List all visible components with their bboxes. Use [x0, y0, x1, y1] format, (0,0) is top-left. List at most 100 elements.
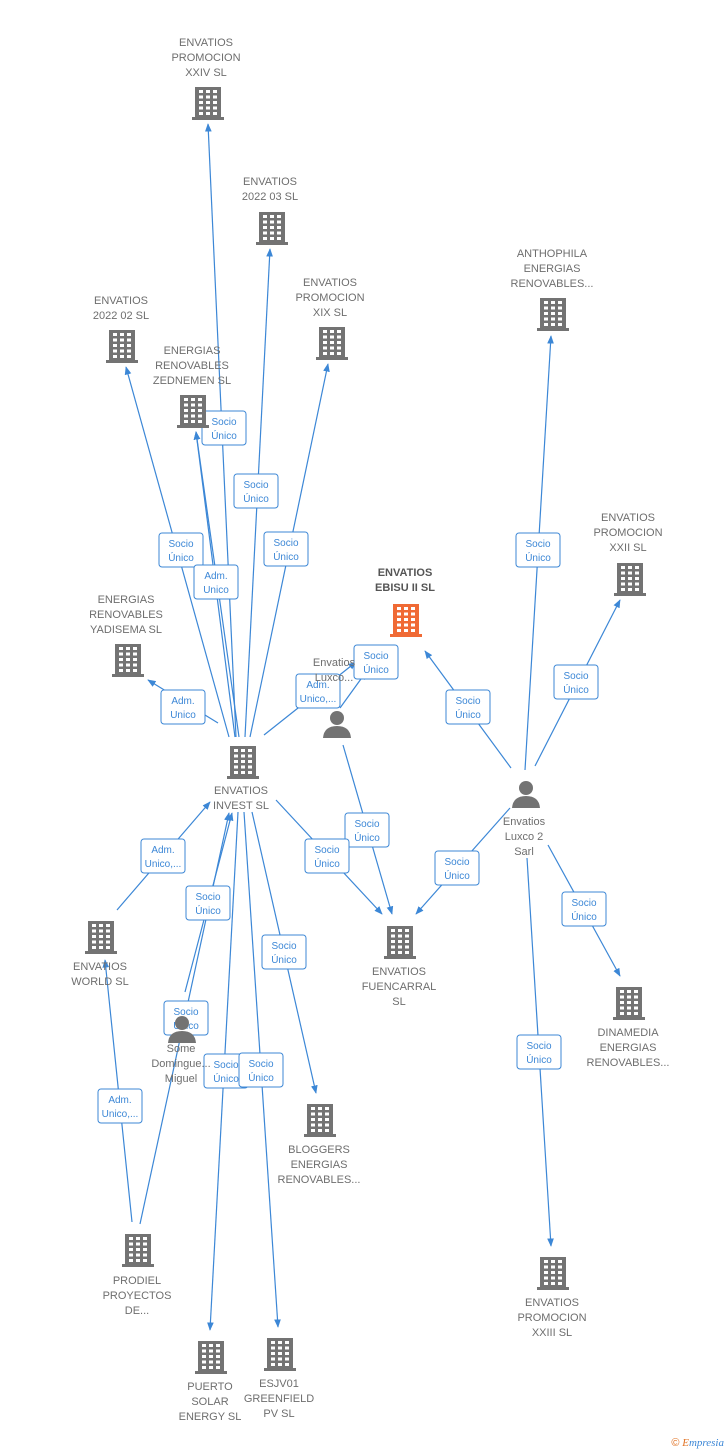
edge-label-text: Socio: [363, 651, 388, 662]
edge-label-badge[interactable]: Adm.Unico: [193, 564, 239, 600]
edge-label-text: Único: [363, 663, 389, 676]
edge-label-text: Único: [273, 550, 299, 563]
node-label: ENVATIOS: [179, 37, 233, 49]
building-icon: [195, 1341, 227, 1374]
node-label: PV SL: [263, 1408, 294, 1420]
node-label: 2022 03 SL: [242, 191, 298, 203]
edge-label-text: Único: [271, 953, 297, 966]
node-label: Sarl: [514, 846, 534, 858]
node-label: BLOGGERS: [288, 1144, 350, 1156]
edge-label-text: Socio: [273, 538, 298, 549]
person-icon: [512, 781, 540, 808]
node-label: ENVATIOS: [94, 295, 148, 307]
edge-label-text: Socio: [248, 1059, 273, 1070]
brand-initial: E: [682, 1437, 689, 1449]
node-dinam[interactable]: DINAMEDIAENERGIASRENOVABLES...: [587, 987, 670, 1069]
edge-label-text: Único: [213, 1072, 239, 1085]
edge-label-text: Único: [168, 551, 194, 564]
edge-label-badge[interactable]: Adm.Unico,...: [97, 1088, 143, 1124]
node-label: ENERGIAS: [600, 1042, 657, 1054]
node-label: RENOVABLES...: [511, 278, 594, 290]
edge-label-text: Adm.: [151, 845, 174, 856]
node-prod[interactable]: PRODIELPROYECTOSDE...: [103, 1234, 172, 1317]
building-icon: [384, 926, 416, 959]
brand-name: mpresia: [688, 1437, 724, 1449]
edge-label-badge[interactable]: Adm.Unico,...: [140, 838, 186, 874]
node-label: XXII SL: [609, 542, 646, 554]
node-label: ENERGIAS: [291, 1159, 348, 1171]
copyright-icon: ©: [671, 1437, 680, 1449]
node-label: XIX SL: [313, 307, 347, 319]
building-icon: [227, 746, 259, 779]
node-label: EBISU II SL: [375, 582, 435, 594]
building-icon: [390, 604, 422, 637]
building-icon: [613, 987, 645, 1020]
node-label: ENVATIOS: [73, 961, 127, 973]
node-label: RENOVABLES: [89, 609, 163, 621]
node-label: ENVATIOS: [525, 1297, 579, 1309]
edge-label-text: Adm.: [171, 696, 194, 707]
edge-label-text: Único: [571, 910, 597, 923]
node-label: Luxco 2: [505, 831, 544, 843]
node-blog[interactable]: BLOGGERSENERGIASRENOVABLES...: [278, 1104, 361, 1186]
edge-label-text: Socio: [526, 1041, 551, 1052]
edge-label-text: Socio: [271, 941, 296, 952]
person-icon: [323, 711, 351, 738]
node-anth[interactable]: ANTHOPHILAENERGIASRENOVABLES...: [511, 248, 594, 331]
node-label: DE...: [125, 1305, 149, 1317]
node-label: ANTHOPHILA: [517, 248, 588, 260]
node-luxcop[interactable]: EnvatiosLuxco...: [313, 657, 356, 738]
node-label: XXIV SL: [185, 67, 227, 79]
node-label: PROMOCION: [593, 527, 662, 539]
node-label: RENOVABLES: [155, 360, 229, 372]
edge-label-text: Único: [444, 869, 470, 882]
edge-label-text: Único: [455, 708, 481, 721]
edge-label-text: Adm.: [306, 680, 329, 691]
edge-label-badge[interactable]: Adm.Unico: [160, 689, 206, 725]
building-icon: [537, 298, 569, 331]
edge-label-text: Único: [526, 1053, 552, 1066]
edge-label-text: Único: [195, 904, 221, 917]
node-label: ENERGIAS: [164, 345, 221, 357]
edge-label-badge[interactable]: Adm.Unico,...: [295, 673, 341, 709]
edge-label-text: Socio: [571, 898, 596, 909]
edge-label-text: Socio: [168, 539, 193, 550]
building-icon: [264, 1338, 296, 1371]
building-icon: [537, 1257, 569, 1290]
node-label: PROYECTOS: [103, 1290, 172, 1302]
edge-labels-layer: SocioÚnicoSocioÚnicoSocioÚnicoSocioÚnico…: [97, 410, 607, 1124]
